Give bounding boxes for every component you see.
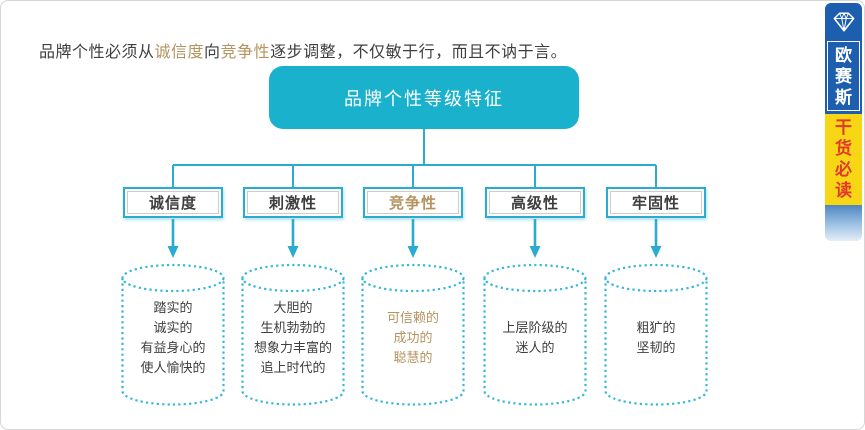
headline-segment: 逐步调整，不仅敏于行，而且不讷于言。 xyxy=(270,44,568,61)
headline-segment-highlight: 竞争性 xyxy=(220,44,271,61)
trait-cylinder: 粗犷的 坚韧的 xyxy=(603,263,709,409)
cylinder-outline-icon xyxy=(121,263,225,406)
brand-banner: 欧 赛 斯 干 货 必 读 xyxy=(825,3,862,241)
branch-label: 高级性 xyxy=(489,191,581,214)
trait: 大胆的 xyxy=(273,299,313,315)
trait: 聪慧的 xyxy=(393,350,433,366)
brand-char: 赛 xyxy=(835,67,852,86)
trait: 生机勃勃的 xyxy=(260,319,326,335)
brand-tagline: 干 货 必 读 xyxy=(825,114,862,205)
tagline-char: 必 xyxy=(835,160,852,179)
branch-label-box: 高级性 xyxy=(485,187,585,218)
headline-segment-highlight: 诚信度 xyxy=(154,44,205,61)
trait: 坚韧的 xyxy=(636,340,676,355)
trait-list: 可信赖的 成功的 聪慧的 xyxy=(364,273,462,403)
chart-root-node: 品牌个性等级特征 xyxy=(269,66,579,129)
branch-label: 牢固性 xyxy=(610,191,702,214)
cylinder-outline-icon xyxy=(241,263,345,406)
headline-segment: 向 xyxy=(204,44,221,61)
branch-label-box-highlight: 竞争性 xyxy=(363,187,463,218)
trait: 上层阶级的 xyxy=(502,319,568,335)
branch-label: 诚信度 xyxy=(127,191,219,214)
trait-cylinder: 大胆的 生机勃勃的 想象力丰富的 追上时代的 xyxy=(240,263,346,409)
arrow-heads xyxy=(167,246,662,258)
trait: 有益身心的 xyxy=(140,340,206,355)
cylinder-outline-icon xyxy=(604,263,708,406)
trait: 踏实的 xyxy=(153,299,193,315)
trait: 粗犷的 xyxy=(636,319,676,335)
trait-cylinder: 踏实的 诚实的 有益身心的 使人愉快的 xyxy=(120,263,226,409)
tagline-char: 读 xyxy=(835,181,852,200)
branch-label: 刺激性 xyxy=(247,191,339,214)
trait-list: 踏实的 诚实的 有益身心的 使人愉快的 xyxy=(124,273,222,403)
tree-branch-lines xyxy=(172,129,657,187)
headline-segment: 品牌个性必须从 xyxy=(39,44,155,61)
branch-label: 竞争性 xyxy=(367,191,459,214)
brand-name: 欧 赛 斯 xyxy=(827,41,860,111)
diamond-icon xyxy=(825,3,862,41)
trait: 可信赖的 xyxy=(386,309,439,325)
cylinder-outline-icon xyxy=(361,263,465,406)
cylinder-outline-icon xyxy=(483,263,587,406)
trait-list: 上层阶级的 迷人的 xyxy=(486,273,584,403)
chart-root-title: 品牌个性等级特征 xyxy=(344,88,504,109)
arrow-shafts xyxy=(171,219,658,247)
branch-label-box: 诚信度 xyxy=(123,187,223,218)
trait-cylinder-highlight: 可信赖的 成功的 聪慧的 xyxy=(360,263,466,409)
banner-tail xyxy=(825,205,862,241)
brand-char: 斯 xyxy=(835,88,852,107)
trait: 想象力丰富的 xyxy=(253,340,332,355)
brand-banner-top: 欧 赛 斯 xyxy=(825,3,862,114)
branch-label-box: 牢固性 xyxy=(606,187,706,218)
trait-list: 大胆的 生机勃勃的 想象力丰富的 追上时代的 xyxy=(244,273,342,403)
trait: 迷人的 xyxy=(515,340,555,355)
branch-label-box: 刺激性 xyxy=(243,187,343,218)
trait: 追上时代的 xyxy=(260,360,326,376)
trait-cylinder: 上层阶级的 迷人的 xyxy=(482,263,588,409)
trait: 使人愉快的 xyxy=(140,360,206,376)
trait: 成功的 xyxy=(393,329,433,345)
tagline-char: 货 xyxy=(835,139,852,158)
tagline-char: 干 xyxy=(835,118,852,137)
trait: 诚实的 xyxy=(153,319,193,335)
brand-char: 欧 xyxy=(835,46,852,65)
trait-list: 粗犷的 坚韧的 xyxy=(607,273,705,403)
headline: 品牌个性必须从诚信度向竞争性逐步调整，不仅敏于行，而且不讷于言。 xyxy=(39,38,567,62)
